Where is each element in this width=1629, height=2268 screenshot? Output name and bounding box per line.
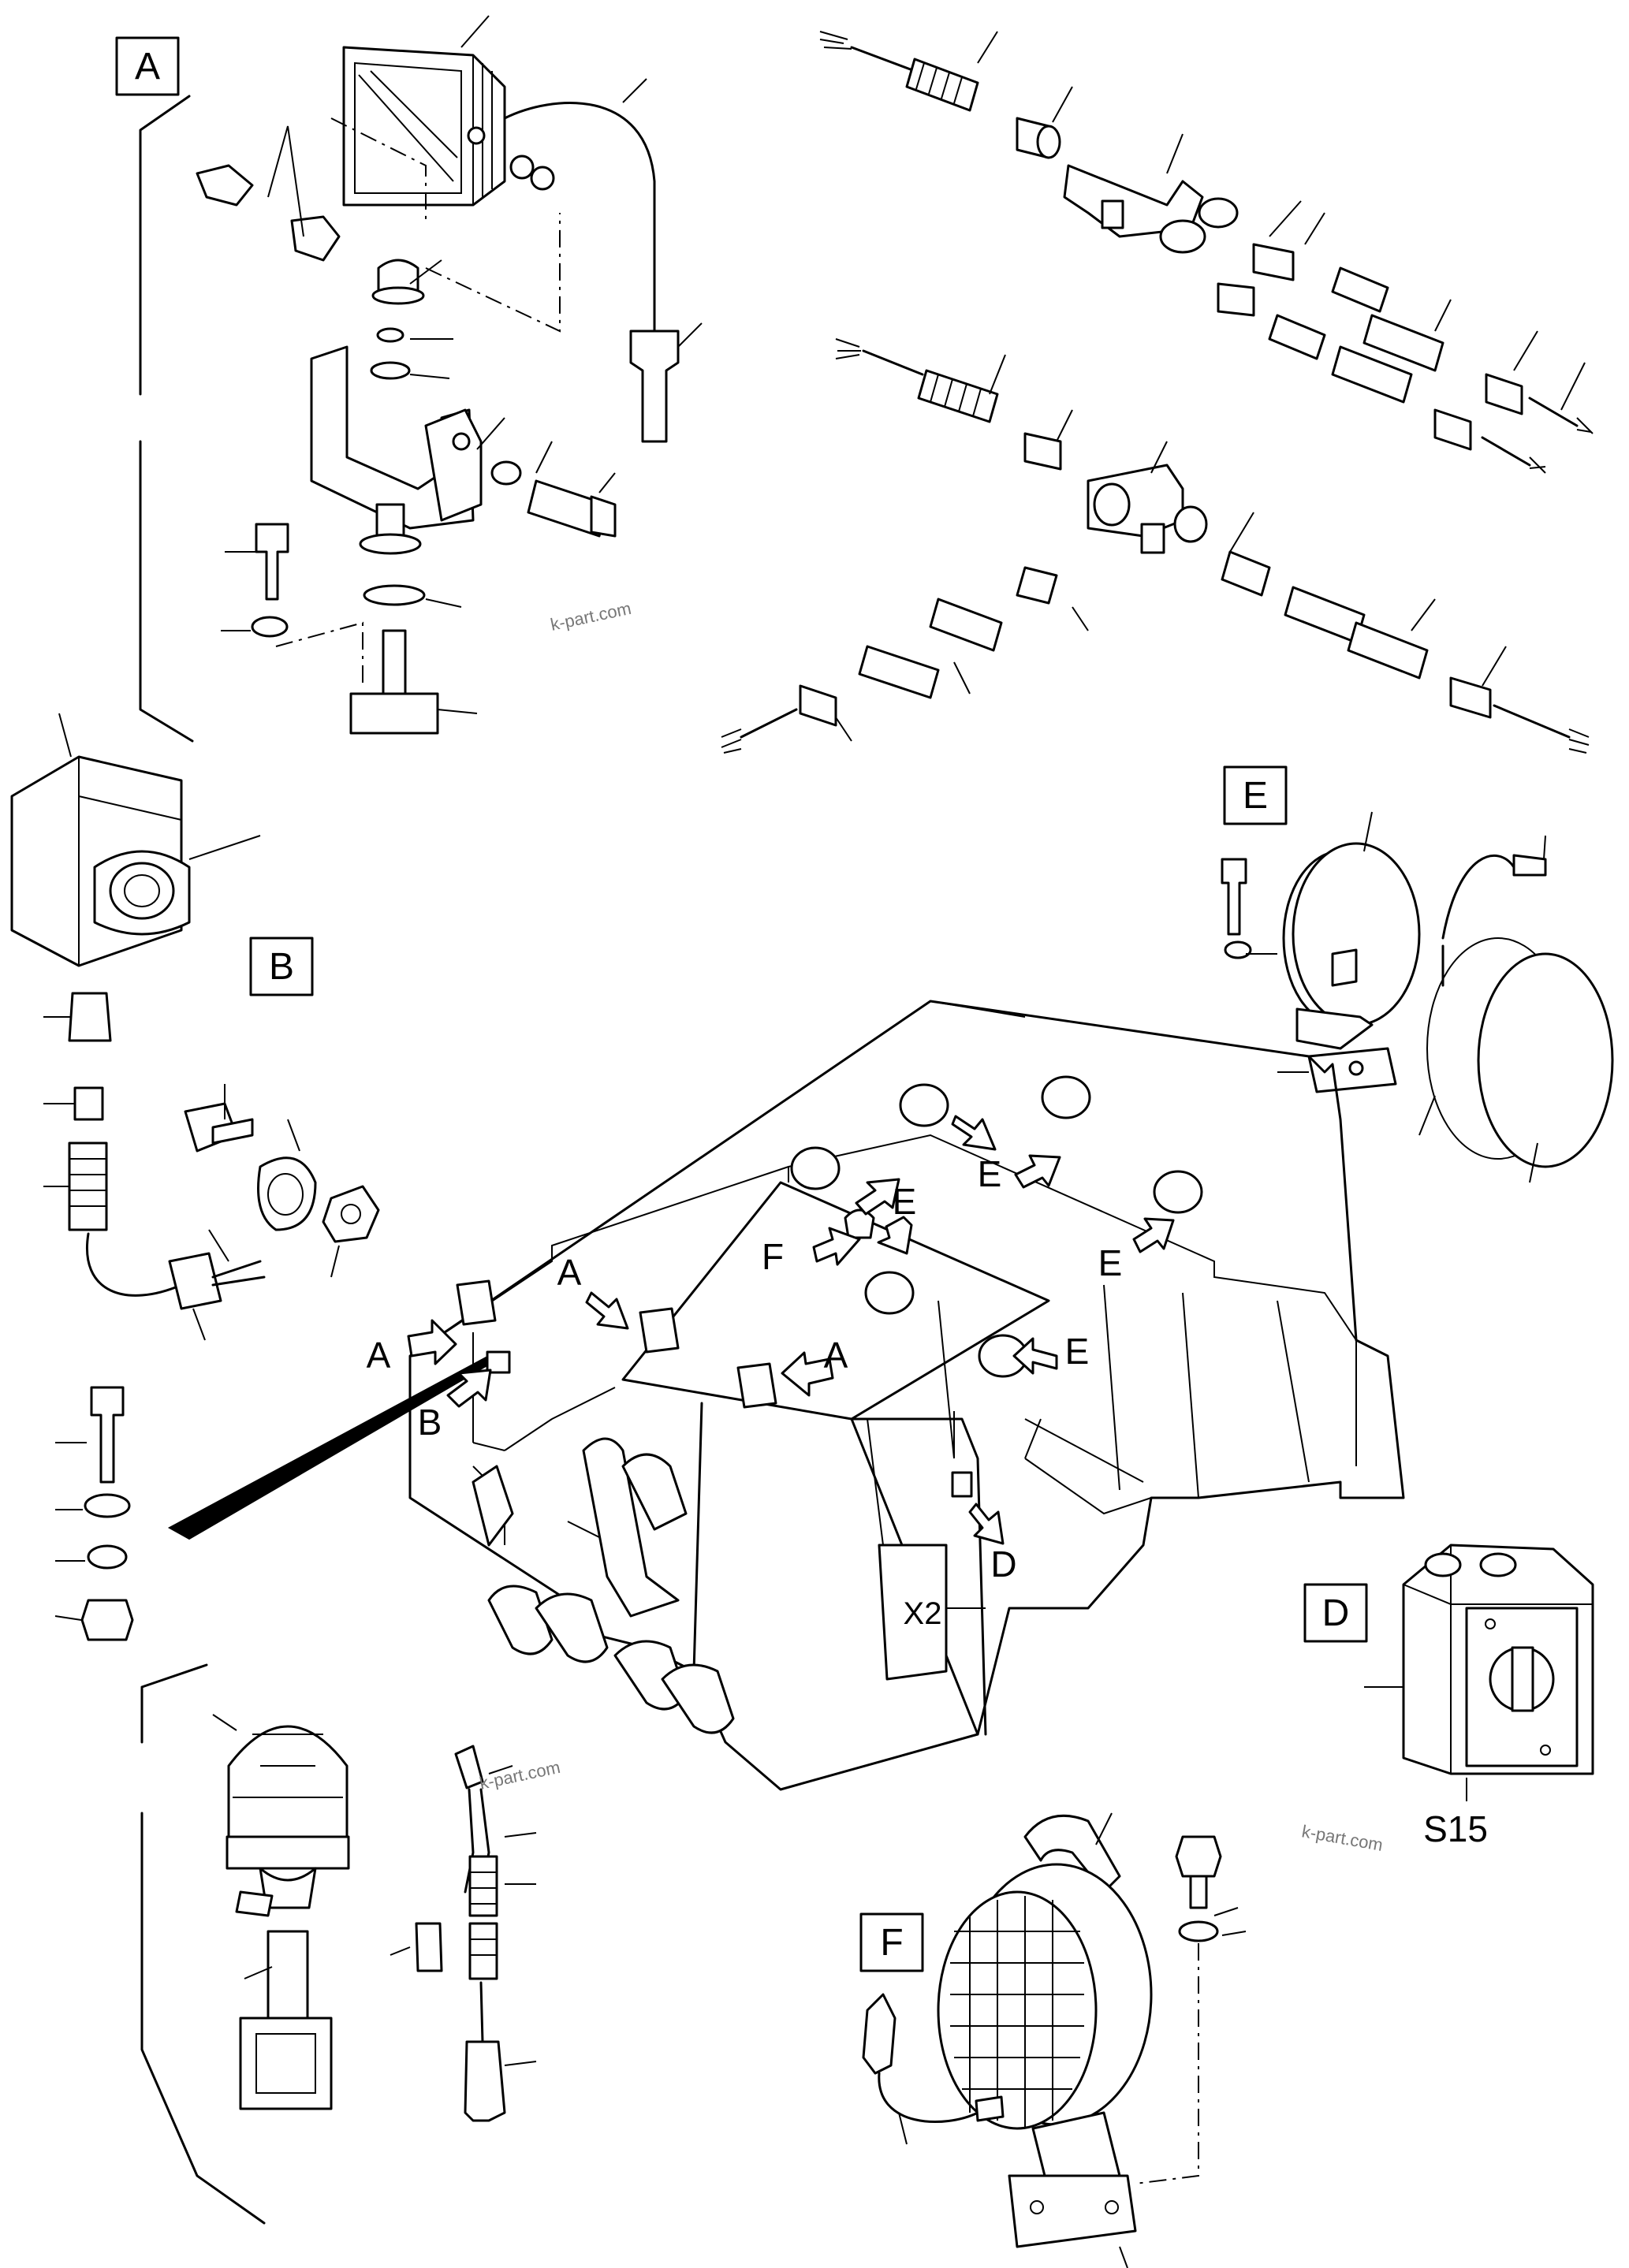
callout-e-2: E [978,1153,1002,1194]
detail-f-label: F [880,1922,903,1964]
detail-f-large-lamp: F [859,1812,1247,2268]
machine-body: X2 [407,1000,1405,1791]
watermark-2: k-part.com [1300,1821,1385,1855]
s15-label: S15 [1423,1808,1488,1849]
callout-b: B [418,1402,442,1443]
detail-e-label-box [1223,765,1288,825]
cable-connector-set-upper [819,31,1594,474]
callout-a-right: A [824,1335,848,1376]
detail-a-label-box [115,36,180,96]
machine-callouts: A A A B D E E E E F [367,1153,1123,1585]
detail-f-label-box [859,1912,924,1972]
callout-d: D [990,1544,1016,1585]
detail-a-label: A [135,46,160,88]
rotating-beacon [140,1663,350,2225]
detail-e-label: E [1243,775,1268,817]
detail-d-label: D [1322,1592,1350,1634]
detail-a-work-light: A [115,15,703,743]
callout-e-1: E [893,1181,917,1222]
x2-label: X2 [904,1596,942,1631]
detail-b-socket: B [10,713,380,1341]
left-fastener-stack [54,1386,134,1641]
callout-a-left: A [367,1335,391,1376]
detail-e-round-lamp: E [1221,765,1614,1183]
detail-b-label: B [269,946,294,988]
detail-d-label-box [1303,1583,1368,1643]
callout-e-4: E [1065,1331,1090,1372]
detail-d-switch: D S15 [1303,1544,1594,1849]
watermark-3: k-part.com [478,1757,562,1793]
cable-connector-set-lower [721,338,1590,754]
callout-e-3: E [1098,1242,1123,1283]
watermark-1: k-part.com [549,598,633,635]
beacon-cable [390,1745,537,2122]
detail-b-pointer-arrow [167,1354,497,1540]
detail-b-label-box [249,937,314,996]
callout-f: F [762,1236,784,1277]
callout-a-top: A [557,1252,582,1293]
